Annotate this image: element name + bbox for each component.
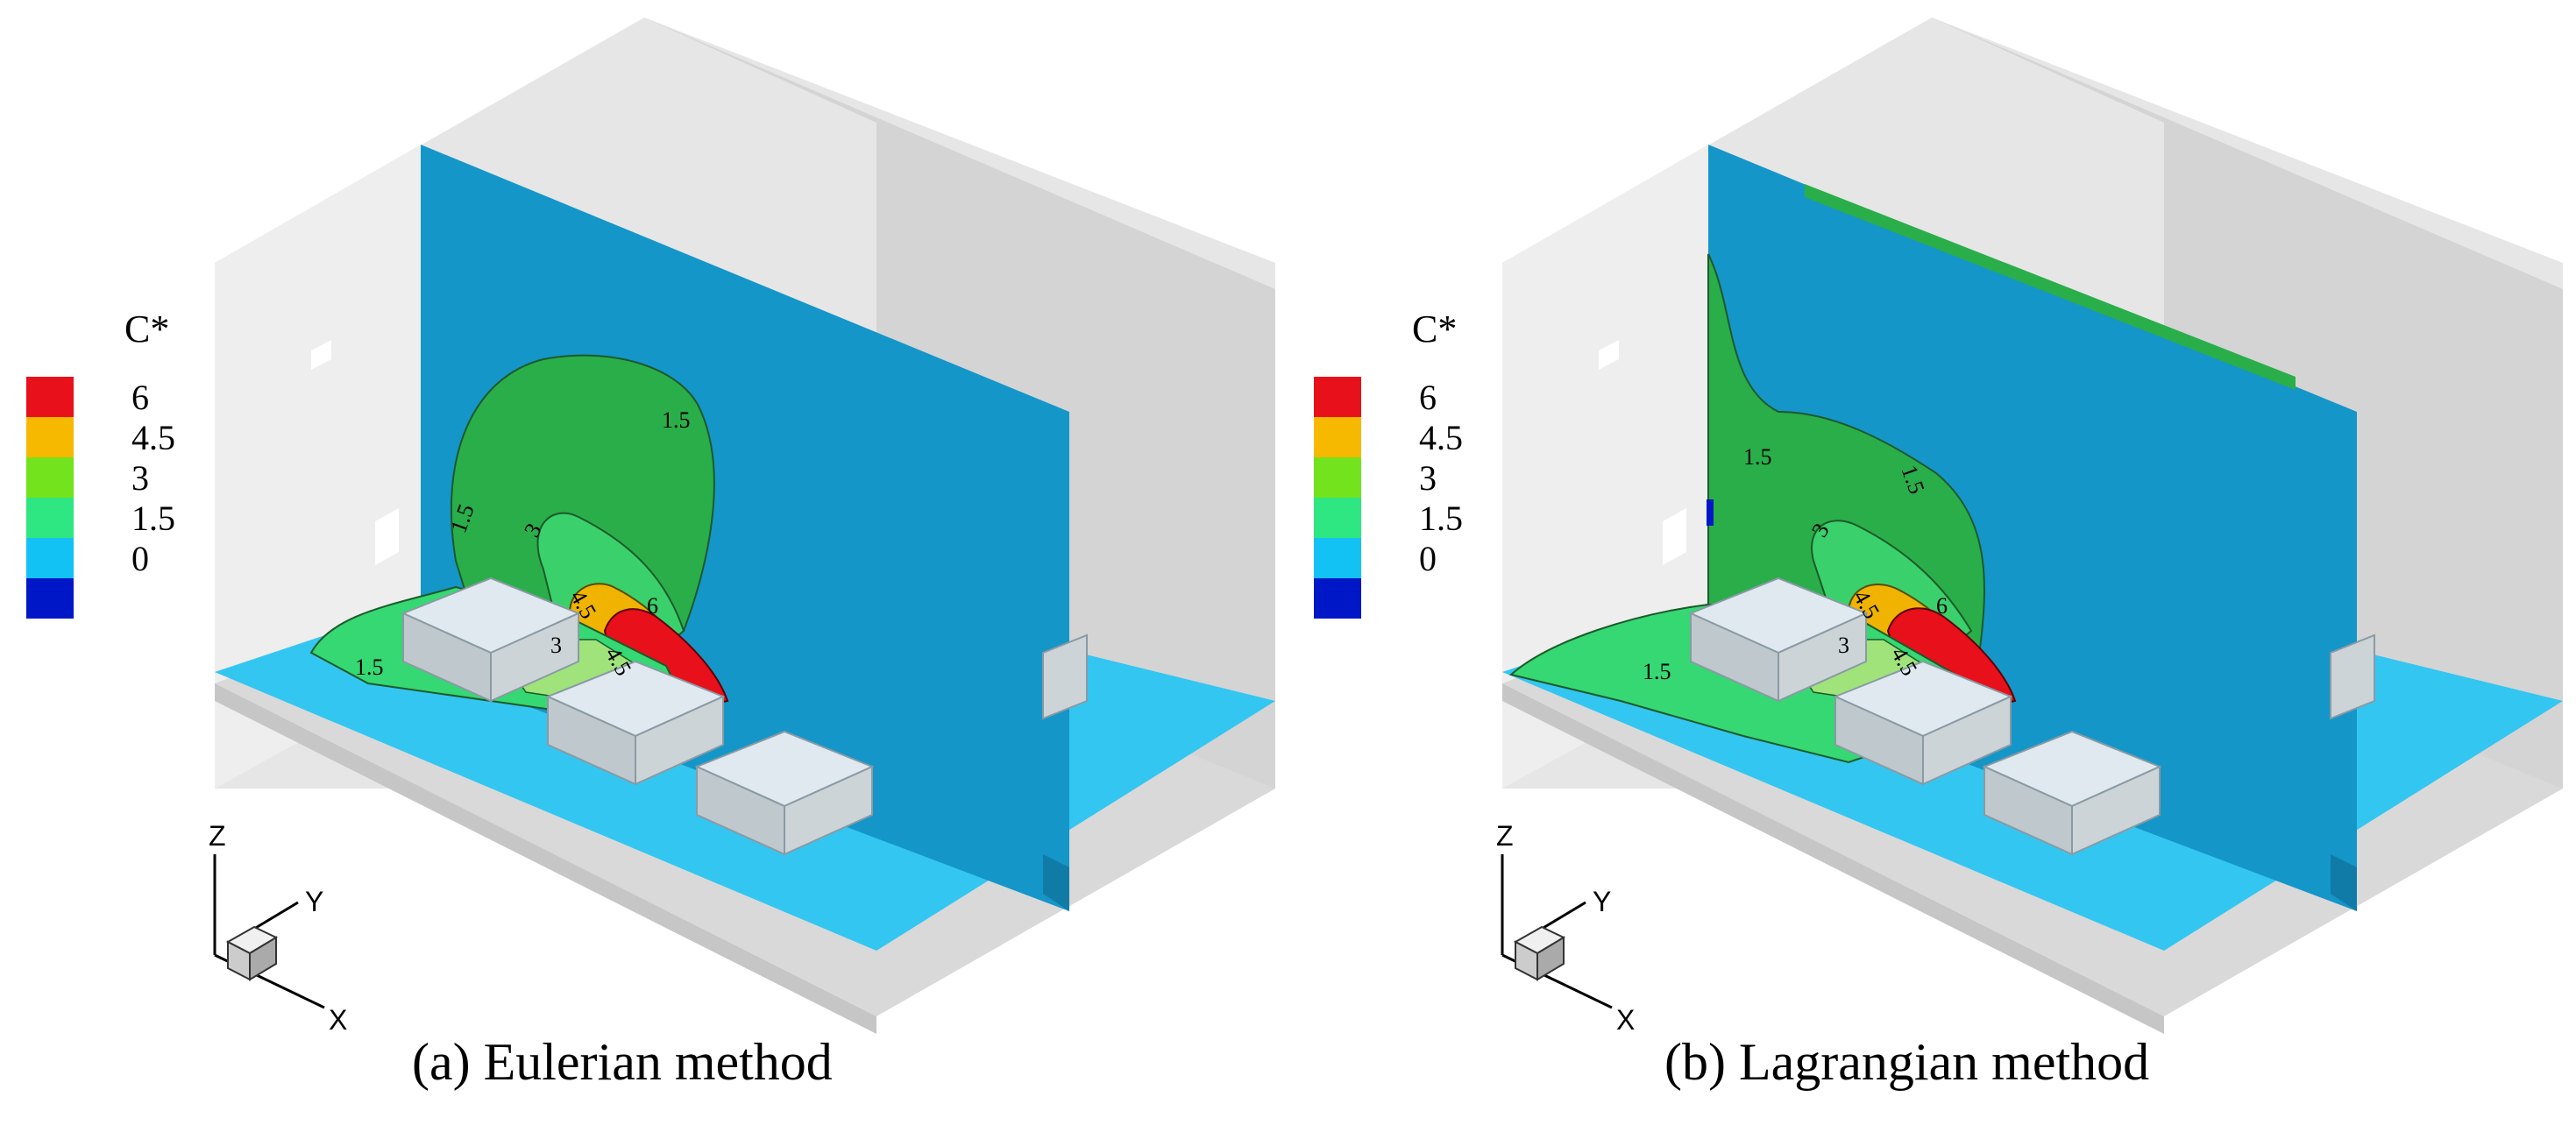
legend-swatch (1314, 538, 1361, 578)
contour-edge-band (1805, 184, 2296, 390)
legend-tick: 3 (1419, 458, 1437, 498)
legend-swatch (26, 578, 74, 619)
contour-label: 6 (1936, 593, 1948, 619)
contour-label: 1.5 (662, 407, 691, 433)
legend-title: C* (124, 308, 170, 350)
legend-swatch (1314, 457, 1361, 498)
box-2 (1833, 660, 2013, 786)
vent-small (311, 340, 331, 370)
legend-swatch (1314, 498, 1361, 538)
vertical-plane-edge (2331, 854, 2357, 911)
legend-tick: 6 (1419, 378, 1437, 417)
room-figure-a: 1.5 1.5 1.5 3 3 4.5 4.5 6 Z Y X (209, 18, 1275, 1036)
legend-tick: 6 (131, 378, 149, 417)
box-3 (694, 730, 875, 856)
contour-label: 1.5 (1643, 659, 1671, 684)
room-figure-b: 1.5 1.5 1.5 3 3 4.5 4.5 6 Z Y X (1496, 18, 2563, 1036)
axis-label-z: Z (1496, 820, 1514, 852)
legend-tick: 1.5 (131, 499, 175, 538)
box-4 (1042, 633, 1088, 720)
contour-label: 1.5 (355, 654, 384, 680)
box-1 (401, 577, 581, 703)
contour-6 (1886, 607, 2017, 711)
contour-label: 3 (1838, 633, 1849, 658)
caption-a: (a) Eulerian method (412, 1033, 833, 1091)
contour-label: 3 (550, 633, 562, 658)
axis-label-y: Y (1593, 886, 1611, 917)
legend-swatch (26, 417, 74, 457)
legend-tick: 4.5 (1419, 418, 1463, 457)
vent-large (375, 508, 399, 565)
vent-large (1663, 508, 1686, 565)
floor-front (215, 683, 876, 1034)
legend-tick: 0 (131, 539, 149, 578)
box-1 (1688, 577, 1869, 703)
contour-label: 6 (647, 593, 658, 619)
legend-swatch (1314, 417, 1361, 457)
legend-tick: 4.5 (131, 418, 175, 457)
axis-label-x: X (329, 1004, 347, 1036)
legend-swatch (26, 498, 74, 538)
contour-label: 1.5 (1743, 444, 1772, 470)
axis-label-y: Y (305, 886, 323, 917)
legend-swatch (1314, 578, 1361, 619)
panel-eulerian: 1.5 1.5 1.5 3 3 4.5 4.5 6 Z Y X C* 6 4.5 (26, 18, 1275, 1091)
vent-small (1599, 340, 1619, 370)
axis-triad-a: Z Y X (209, 820, 347, 1036)
legend-tick: 0 (1419, 539, 1437, 578)
legend-swatch (26, 538, 74, 578)
blue-patch (1707, 499, 1714, 526)
floor-front (1502, 683, 2164, 1034)
legend-title: C* (1412, 308, 1458, 350)
panel-lagrangian: 1.5 1.5 1.5 3 3 4.5 4.5 6 Z Y X C* 6 4.5… (1288, 0, 2576, 1125)
box-3 (1982, 730, 2162, 856)
axis-triad-b: Z Y X (1496, 820, 1635, 1036)
vertical-plane-edge (1043, 854, 1069, 911)
legend-tick: 1.5 (1419, 499, 1463, 538)
legend-swatch (1314, 377, 1361, 417)
legend-tick: 3 (131, 458, 149, 498)
axis-label-x: X (1616, 1004, 1635, 1036)
box-2 (545, 660, 726, 786)
box-4 (2330, 633, 2375, 720)
caption-b: (b) Lagrangian method (1664, 1033, 2150, 1091)
axis-label-z: Z (209, 820, 226, 852)
legend-swatch (26, 377, 74, 417)
legend-swatch (26, 457, 74, 498)
